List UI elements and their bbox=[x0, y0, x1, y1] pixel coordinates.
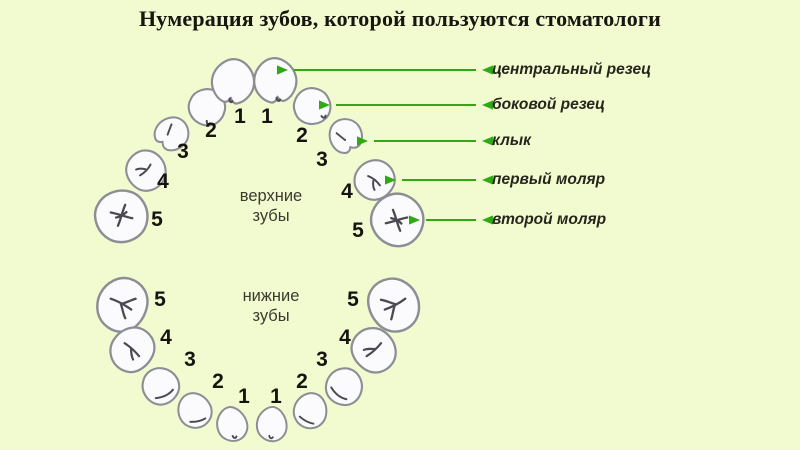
tooth-number-u-r-4: 4 bbox=[341, 180, 353, 203]
tooth-u-r-3 bbox=[320, 110, 371, 161]
tooth-number-u-r-2: 2 bbox=[296, 124, 308, 147]
tooth-number-u-r-5: 5 bbox=[352, 219, 364, 242]
tooth-l-r-1 bbox=[252, 403, 293, 445]
tooth-l-r-3 bbox=[316, 358, 373, 414]
tooth-l-l-3 bbox=[132, 358, 189, 414]
tooth-u-l-4 bbox=[116, 140, 177, 201]
tooth-u-r-4 bbox=[344, 150, 405, 211]
tooth-l-l-2 bbox=[169, 385, 218, 434]
tooth-number-u-r-3: 3 bbox=[316, 148, 328, 171]
tooth-number-u-l-4: 4 bbox=[157, 170, 169, 193]
upper-arch-caption-line1: верхние bbox=[239, 187, 303, 205]
tooth-number-u-l-5: 5 bbox=[151, 208, 163, 231]
tooth-u-r-5 bbox=[359, 182, 434, 257]
tooth-number-l-r-5: 5 bbox=[347, 288, 359, 311]
legend-label-2: боковой резец bbox=[492, 96, 606, 113]
legend-label-4: первый моляр bbox=[492, 171, 606, 188]
lower-arch-caption-line2: зубы bbox=[252, 307, 290, 326]
tooth-number-u-l-2: 2 bbox=[205, 119, 217, 142]
upper-arch-caption-line2: зубы bbox=[252, 207, 290, 226]
tooth-u-r-2 bbox=[285, 80, 339, 133]
tooth-l-l-1 bbox=[212, 403, 253, 445]
tooth-u-l-2 bbox=[180, 81, 234, 134]
tooth-number-l-r-4: 4 bbox=[339, 326, 351, 349]
tooth-u-l-3 bbox=[147, 108, 198, 159]
arrow-lateral-incisor bbox=[319, 100, 493, 110]
arrow-canine bbox=[357, 136, 493, 146]
tooth-l-l-5 bbox=[85, 267, 159, 343]
tooth-number-l-r-1: 1 bbox=[270, 385, 282, 408]
legend-label-5: второй моляр bbox=[492, 211, 607, 228]
tooth-l-r-2 bbox=[285, 385, 334, 434]
arrow-second-molar bbox=[409, 215, 493, 225]
lower-arch-caption: нижние зубы bbox=[196, 286, 346, 326]
tooth-number-l-l-3: 3 bbox=[184, 348, 196, 371]
tooth-number-l-l-2: 2 bbox=[212, 370, 224, 393]
tooth-u-l-5 bbox=[84, 178, 159, 253]
tooth-number-l-r-2: 2 bbox=[296, 370, 308, 393]
arrow-first-molar bbox=[385, 175, 493, 185]
tooth-l-r-5 bbox=[357, 267, 431, 343]
tooth-l-r-4 bbox=[341, 316, 408, 383]
legend-label-3: клык bbox=[492, 132, 531, 149]
legend-label-1: центральный резец bbox=[492, 61, 652, 78]
tooth-number-l-r-3: 3 bbox=[316, 348, 328, 371]
tooth-number-l-l-5: 5 bbox=[154, 288, 166, 311]
arrow-central-incisor bbox=[277, 65, 493, 75]
tooth-number-l-l-1: 1 bbox=[238, 385, 250, 408]
tooth-number-l-l-4: 4 bbox=[160, 326, 172, 349]
upper-arch-caption: верхние зубы bbox=[196, 186, 346, 226]
tooth-number-u-l-1: 1 bbox=[234, 105, 246, 128]
tooth-number-u-l-3: 3 bbox=[177, 140, 189, 163]
lower-arch-caption-line1: нижние bbox=[242, 287, 300, 305]
page-title: Нумерация зубов, которой пользуются стом… bbox=[139, 6, 661, 31]
tooth-number-u-r-1: 1 bbox=[261, 105, 273, 128]
tooth-l-l-4 bbox=[99, 316, 166, 383]
